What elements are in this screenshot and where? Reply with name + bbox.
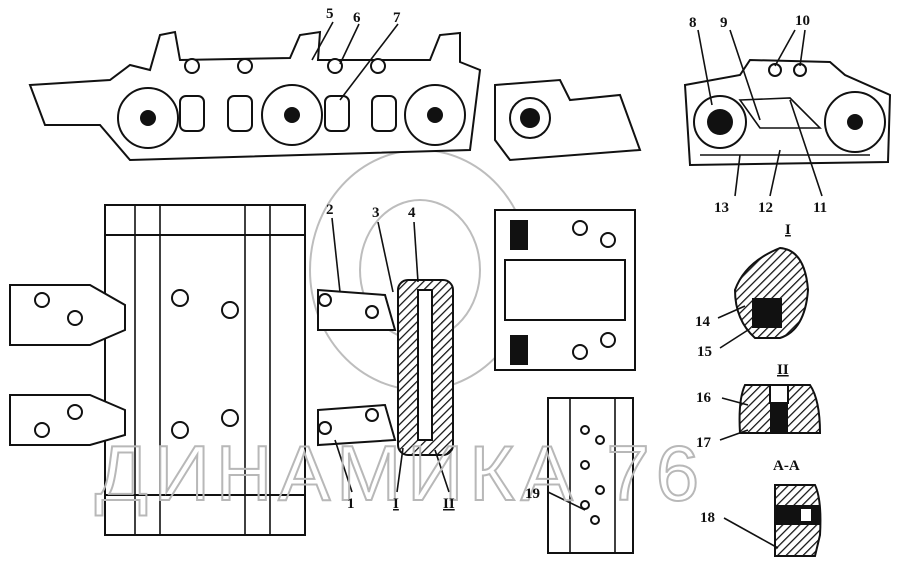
callout-19: 19 — [525, 486, 540, 502]
callout-4: 4 — [408, 205, 416, 221]
shoe-fragment-view — [547, 397, 634, 554]
detail-i-title: I — [785, 222, 791, 238]
track-shoe-plan-view — [9, 204, 454, 536]
callout-10: 10 — [795, 13, 810, 29]
callout-6: 6 — [353, 10, 361, 26]
callout-3: 3 — [372, 205, 380, 221]
callout-12: 12 — [758, 200, 773, 216]
callout-2: 2 — [326, 202, 334, 218]
callout-7: 7 — [393, 10, 401, 26]
callout-17: 17 — [696, 435, 712, 451]
leader-lines — [311, 21, 823, 549]
callout-18: 18 — [700, 510, 715, 526]
detail-mark-i: I — [393, 496, 399, 512]
section-aa-title: A-A — [773, 458, 800, 474]
detail-ii-title: II — [777, 362, 789, 378]
callout-9: 9 — [720, 15, 728, 31]
callout-14: 14 — [695, 314, 711, 330]
callout-16: 16 — [696, 390, 712, 406]
detail-mark-ii: II — [443, 496, 455, 512]
detail-i-section — [733, 246, 810, 339]
chain-side-view-right — [683, 58, 892, 167]
callout-1: 1 — [347, 496, 355, 512]
watermark-text: ДИНАМИКА 76 — [95, 429, 705, 517]
callouts: 5 6 7 8 9 10 13 12 11 2 3 4 1 I II 19 I … — [326, 6, 827, 526]
section-aa — [774, 484, 822, 557]
callout-13: 13 — [714, 200, 729, 216]
callout-8: 8 — [689, 15, 697, 31]
callout-5: 5 — [326, 6, 334, 22]
link-view — [494, 209, 636, 371]
callout-15: 15 — [697, 344, 712, 360]
chain-side-view — [28, 30, 642, 162]
detail-ii-section — [738, 384, 822, 434]
callout-11: 11 — [813, 200, 827, 216]
